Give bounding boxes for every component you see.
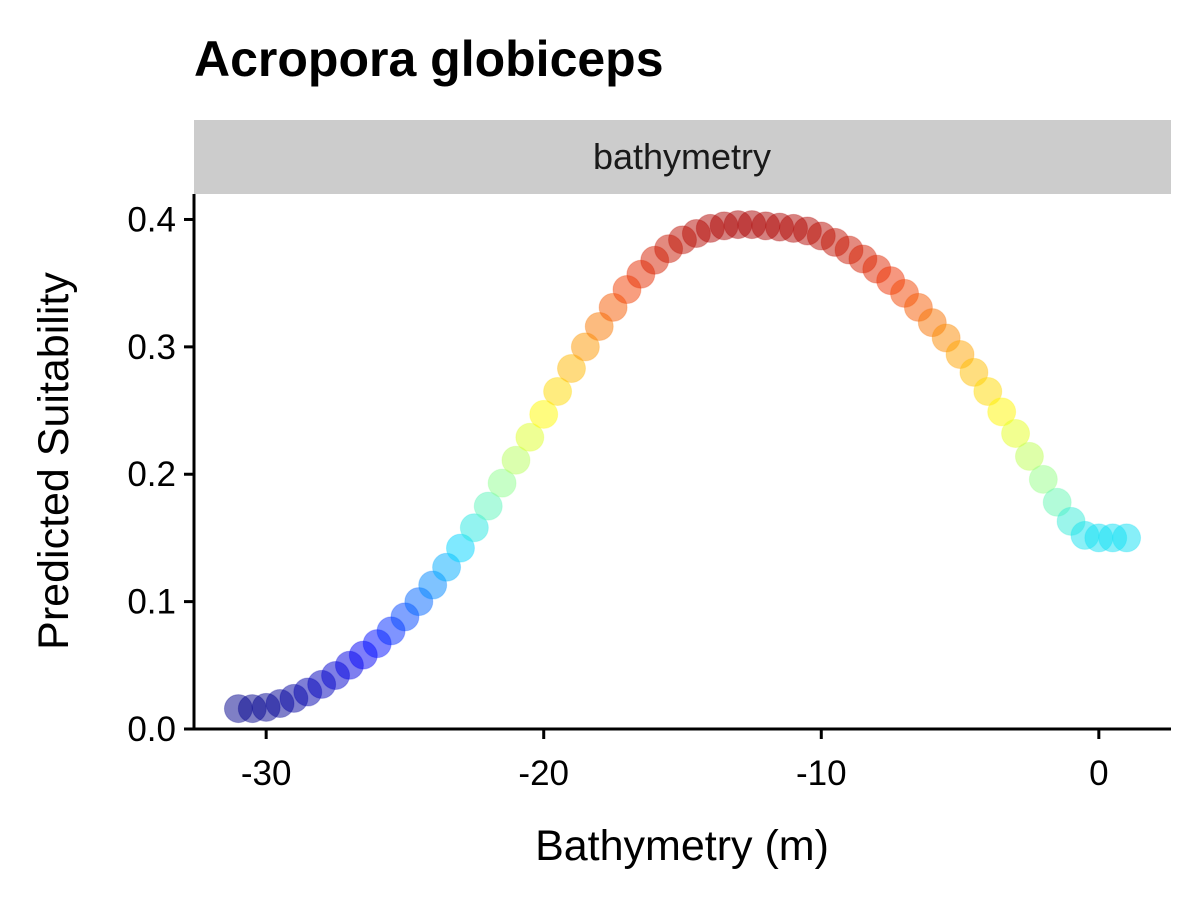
- facet-strip: [194, 120, 1171, 194]
- data-point: [987, 397, 1017, 427]
- y-tick-label: 0.3: [127, 328, 176, 367]
- chart-title: Acropora globiceps: [194, 31, 664, 87]
- y-tick-label: 0.2: [127, 455, 176, 494]
- data-point: [1001, 418, 1031, 448]
- x-tick-label: -20: [518, 754, 569, 793]
- y-axis-title: Predicted Suitability: [30, 272, 78, 650]
- y-tick-label: 0.4: [127, 200, 176, 239]
- data-point: [515, 422, 545, 452]
- data-point: [1014, 441, 1044, 471]
- data-point: [501, 445, 531, 475]
- x-ticks-layer: -30 -20 -10 0: [241, 729, 1109, 793]
- data-point: [459, 513, 489, 543]
- data-point: [529, 399, 559, 429]
- data-point: [973, 376, 1003, 406]
- data-point: [570, 332, 600, 362]
- data-point: [473, 491, 503, 521]
- facet-strip-label: bathymetry: [593, 136, 771, 177]
- x-tick-label: 0: [1089, 754, 1108, 793]
- data-point: [487, 468, 517, 498]
- points-layer: [223, 210, 1142, 724]
- x-tick-label: -30: [241, 754, 292, 793]
- data-point: [445, 533, 475, 563]
- y-ticks-layer: 0.0 0.1 0.2 0.3 0.4: [127, 200, 194, 749]
- data-point: [1028, 464, 1058, 494]
- x-axis-title: Bathymetry (m): [535, 822, 829, 870]
- x-tick-label: -10: [796, 754, 847, 793]
- data-point: [543, 376, 573, 406]
- y-tick-label: 0.0: [127, 710, 176, 749]
- data-point: [556, 354, 586, 384]
- y-tick-label: 0.1: [127, 583, 176, 622]
- data-point: [1112, 523, 1142, 553]
